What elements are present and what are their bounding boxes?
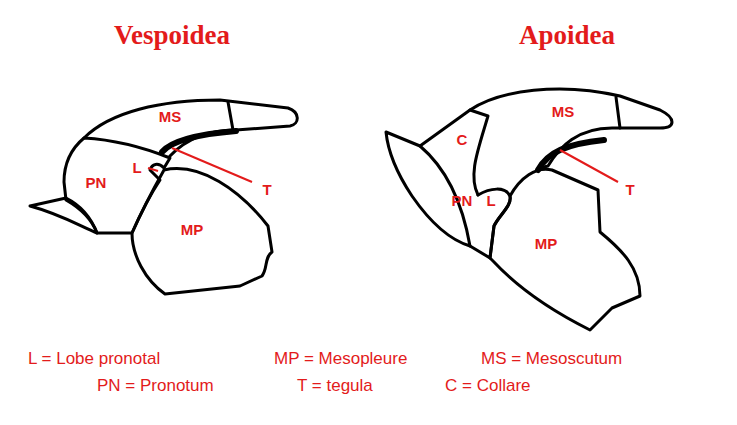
part-abbrev: L (132, 160, 141, 177)
group-heading: Apoidea (519, 21, 615, 51)
leader-line (148, 168, 158, 171)
neck-outline (386, 132, 470, 246)
part-abbrev: T (262, 182, 271, 199)
key-entry: MP = Mesopleure (274, 350, 407, 369)
scutellum-suture (228, 102, 233, 130)
group-heading: Vespoidea (114, 21, 230, 51)
leader-line (172, 148, 252, 182)
key-entry: PN = Pronotum (97, 377, 214, 396)
part-abbrev: MP (535, 236, 558, 253)
part-abbrev: MS (159, 109, 182, 126)
part-abbrev: PN (452, 193, 473, 210)
part-abbrev: MS (552, 104, 575, 121)
part-abbrev: PN (86, 175, 107, 192)
mesoscutum-outline (84, 100, 297, 156)
mesopleure-outline (132, 169, 272, 294)
key-entry: MS = Mesoscutum (481, 350, 622, 369)
mesopleure-outline (490, 169, 640, 330)
key-entry: T = tegula (297, 377, 373, 396)
collare-outline (420, 110, 488, 195)
part-abbrev: C (457, 132, 468, 149)
part-abbrev: MP (181, 222, 204, 239)
part-abbrev: L (486, 193, 495, 210)
leader-line (560, 150, 618, 182)
scutellum-suture (616, 97, 620, 128)
key-entry: C = Collare (445, 377, 531, 396)
key-entry: L = Lobe pronotal (28, 350, 160, 369)
part-abbrev: T (625, 182, 634, 199)
